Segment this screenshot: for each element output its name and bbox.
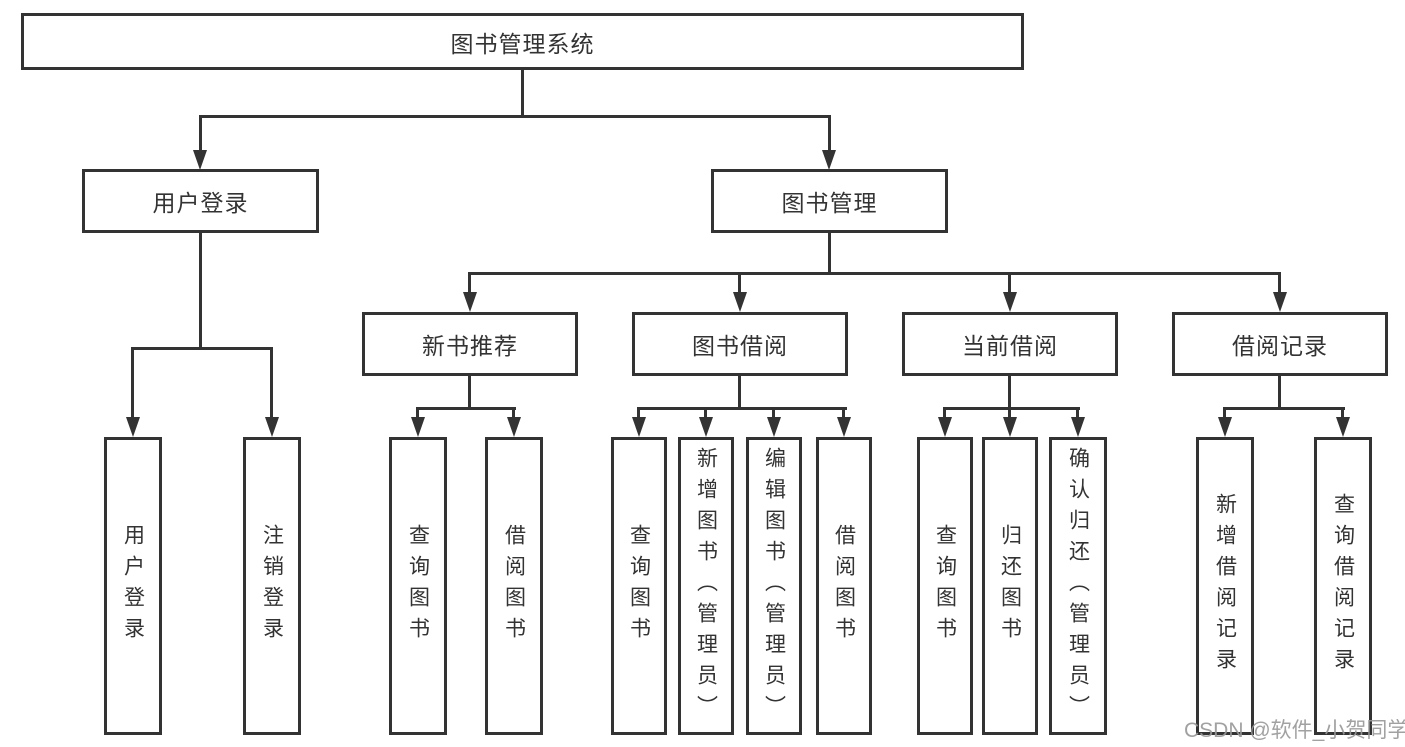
leaf-user-login: 用户登录 bbox=[104, 437, 162, 735]
csdn-watermark: CSDN @软件_小贺同学 bbox=[1184, 719, 1405, 742]
arrow-down-icon bbox=[507, 417, 521, 437]
arrow-down-icon bbox=[411, 417, 425, 437]
connector-stem-leaf bbox=[704, 407, 707, 420]
connector-stem-leaf bbox=[1223, 407, 1226, 420]
arrow-down-icon bbox=[1273, 292, 1287, 312]
leaf-add-book-admin: 新增图书（管理员） bbox=[678, 437, 734, 735]
node-new-book-recommendation: 新书推荐 bbox=[362, 312, 578, 376]
connector-current-borrow-bar bbox=[943, 407, 1080, 410]
arrow-down-icon bbox=[193, 150, 207, 170]
connector-current-borrow-drop bbox=[1008, 376, 1011, 409]
arrow-down-icon bbox=[822, 150, 836, 170]
arrow-down-icon bbox=[733, 292, 747, 312]
node-book-borrowing: 图书借阅 bbox=[632, 312, 848, 376]
leaf-edit-book-admin: 编辑图书（管理员） bbox=[746, 437, 802, 735]
leaf-confirm-return-admin: 确认归还（管理员） bbox=[1049, 437, 1107, 735]
connector-book-borrow-drop bbox=[738, 376, 741, 409]
arrow-down-icon bbox=[126, 417, 140, 437]
connector-stem-leaf bbox=[637, 407, 640, 420]
node-library-management-system: 图书管理系统 bbox=[21, 13, 1024, 70]
arrow-down-icon bbox=[1071, 417, 1085, 437]
connector-stem-leaf bbox=[943, 407, 946, 420]
leaf-query-books: 查询图书 bbox=[917, 437, 973, 735]
leaf-query-books: 查询图书 bbox=[611, 437, 667, 735]
connector-root-drop bbox=[521, 70, 524, 117]
connector-book-mgmt-drop bbox=[828, 233, 831, 274]
arrow-down-icon bbox=[837, 417, 851, 437]
leaf-borrow-books: 借阅图书 bbox=[816, 437, 872, 735]
arrow-down-icon bbox=[1218, 417, 1232, 437]
node-current-borrowing: 当前借阅 bbox=[902, 312, 1118, 376]
connector-stem-leaf bbox=[772, 407, 775, 420]
connector-stem-leaf bbox=[1341, 407, 1344, 420]
connector-book-borrow-bar bbox=[637, 407, 847, 410]
connector-stem-current-borrow bbox=[1008, 272, 1011, 296]
leaf-query-books: 查询图书 bbox=[389, 437, 447, 735]
arrow-down-icon bbox=[767, 417, 781, 437]
connector-user-login-bar bbox=[131, 347, 273, 350]
connector-stem-leaf bbox=[842, 407, 845, 420]
arrow-down-icon bbox=[1003, 417, 1017, 437]
leaf-logout: 注销登录 bbox=[243, 437, 301, 735]
leaf-return-book: 归还图书 bbox=[982, 437, 1038, 735]
arrow-down-icon bbox=[632, 417, 646, 437]
connector-stem-leaf bbox=[1076, 407, 1079, 420]
arrow-down-icon bbox=[699, 417, 713, 437]
connector-user-login-drop bbox=[199, 233, 202, 350]
arrow-down-icon bbox=[1336, 417, 1350, 437]
connector-stem-leaf-user-login bbox=[131, 347, 134, 420]
node-borrowing-records: 借阅记录 bbox=[1172, 312, 1388, 376]
connector-stem-book-management bbox=[828, 115, 831, 152]
connector-stem-leaf-logout bbox=[270, 347, 273, 420]
connector-root-bar bbox=[199, 115, 831, 118]
connector-stem-book-borrow bbox=[738, 272, 741, 296]
connector-stem-user-login bbox=[199, 115, 202, 152]
leaf-borrow-books: 借阅图书 bbox=[485, 437, 543, 735]
arrow-down-icon bbox=[1003, 292, 1017, 312]
connector-stem-leaf bbox=[1008, 407, 1011, 420]
connector-borrow-record-bar bbox=[1223, 407, 1345, 410]
connector-book-mgmt-bar bbox=[468, 272, 1281, 275]
connector-stem-leaf bbox=[512, 407, 515, 420]
connector-stem-new-book bbox=[468, 272, 471, 296]
arrow-down-icon bbox=[463, 292, 477, 312]
connector-stem-borrow-record bbox=[1278, 272, 1281, 296]
arrow-down-icon bbox=[938, 417, 952, 437]
connector-new-book-bar bbox=[416, 407, 516, 410]
leaf-add-borrow-record: 新增借阅记录 bbox=[1196, 437, 1254, 735]
node-user-login: 用户登录 bbox=[82, 169, 319, 233]
connector-new-book-drop bbox=[468, 376, 471, 409]
node-book-management: 图书管理 bbox=[711, 169, 948, 233]
leaf-query-borrow-record: 查询借阅记录 bbox=[1314, 437, 1372, 735]
arrow-down-icon bbox=[265, 417, 279, 437]
connector-borrow-record-drop bbox=[1278, 376, 1281, 409]
connector-stem-leaf bbox=[416, 407, 419, 420]
